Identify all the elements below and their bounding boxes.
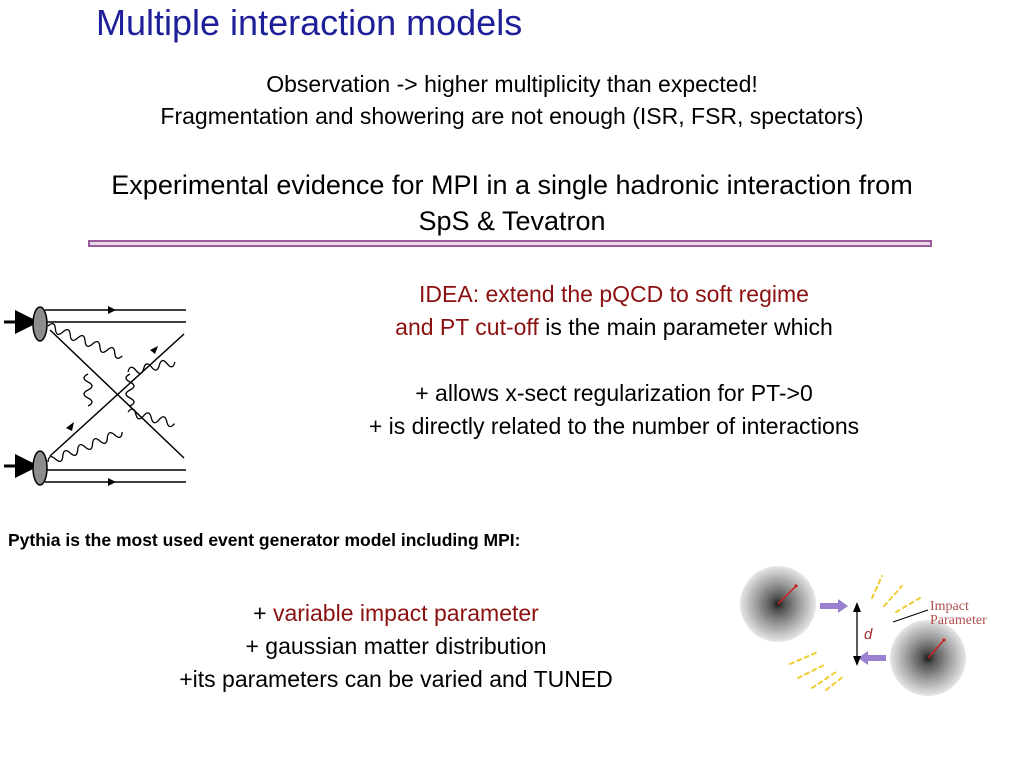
impact-text: + variable impact parameter + gaussian m… — [96, 597, 696, 696]
quark-arrow-1 — [66, 422, 74, 431]
impact-parameter-figure — [740, 566, 966, 696]
idea-bullet-2: + is directly related to the number of i… — [368, 413, 860, 439]
evidence-line-2: SpS & Tevatron — [418, 206, 606, 236]
evidence-line-1: Experimental evidence for MPI in a singl… — [111, 170, 913, 200]
radius-tip-right — [942, 638, 946, 642]
impact-label-line-2: Parameter — [930, 613, 987, 628]
impact-bullet-1: + variable impact parameter — [96, 597, 696, 630]
impact-parameter-label: Impact Parameter — [930, 600, 987, 628]
impact-bullet-1-prefix: + — [253, 600, 273, 626]
observation-line-1: Observation -> higher multiplicity than … — [266, 71, 758, 97]
radius-tip-left — [794, 584, 798, 588]
section-divider — [88, 240, 932, 247]
observation-line-2: Fragmentation and showering are not enou… — [160, 103, 864, 129]
distance-d-label: d — [864, 626, 873, 643]
radius-line-right — [927, 639, 945, 659]
spectator-arrow-top — [108, 306, 116, 314]
impact-label-pointer — [892, 609, 929, 623]
feynman-diagram — [4, 306, 186, 486]
idea-spacer — [296, 344, 932, 377]
pt-cutoff-highlight: and PT cut-off — [395, 314, 539, 340]
quark-line-2 — [49, 333, 185, 457]
gluon-line-1 — [47, 323, 123, 359]
gluon-vertical-left — [83, 373, 93, 407]
collision-debris — [789, 575, 921, 691]
slide-title: Multiple interaction models — [96, 2, 523, 43]
impact-distance-arrow-bottom — [853, 656, 861, 666]
radius-line-left — [777, 585, 797, 605]
idea-line-1: IDEA: extend the pQCD to soft regime — [419, 281, 809, 307]
motion-arrow-right-head — [838, 599, 848, 613]
gluon-line-4 — [127, 408, 176, 428]
spectator-arrow-bottom — [108, 478, 116, 486]
quark-arrow-2 — [150, 346, 158, 354]
motion-arrow-right-shaft — [820, 603, 838, 609]
motion-arrow-left-head — [858, 651, 868, 665]
impact-label-line-1: Impact — [930, 599, 969, 614]
impact-bullet-3: +its parameters can be varied and TUNED — [179, 666, 613, 692]
idea-bullet-1: + allows x-sect regularization for PT->0 — [415, 380, 813, 406]
gluon-line-3 — [127, 359, 176, 375]
impact-distance-arrow-top — [853, 602, 861, 612]
proton-blob-bottom — [32, 450, 48, 486]
idea-line-2: and PT cut-off is the main parameter whi… — [296, 311, 932, 344]
gluon-line-2 — [47, 431, 123, 463]
proton-blob-top — [32, 306, 48, 342]
impact-bullet-2: + gaussian matter distribution — [245, 633, 547, 659]
gluon-vertical-right — [125, 373, 135, 407]
pythia-statement: Pythia is the most used event generator … — [8, 530, 521, 550]
idea-text: IDEA: extend the pQCD to soft regime and… — [296, 278, 932, 443]
idea-line-2-rest: is the main parameter which — [538, 314, 833, 340]
observation-text: Observation -> higher multiplicity than … — [0, 68, 1024, 132]
variable-impact-parameter-highlight: variable impact parameter — [272, 600, 539, 626]
motion-arrow-left-shaft — [868, 655, 886, 661]
evidence-text: Experimental evidence for MPI in a singl… — [0, 167, 1024, 239]
